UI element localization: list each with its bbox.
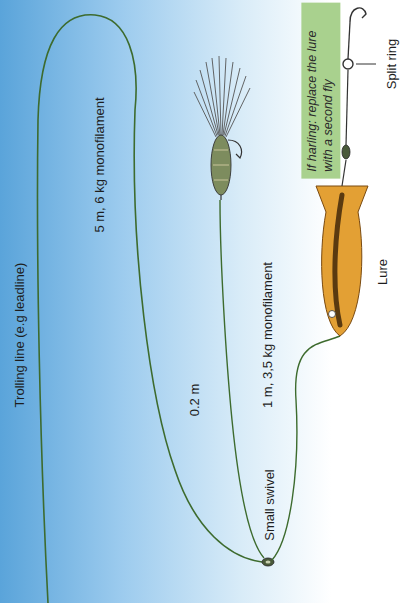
note-box: If harling: replace the lure with a seco… [301, 2, 340, 178]
part-label: Lure [375, 259, 391, 285]
part-label: Split ring [384, 39, 400, 90]
hook-assembly [342, 8, 376, 186]
line-label: Trolling line (e.g leadline) [12, 263, 28, 408]
line-label: 1 m, 3,5 kg monofilament [260, 262, 276, 408]
part-label: Small swivel [262, 469, 278, 541]
length-label: 0.2 m [187, 384, 203, 417]
fly-illustration [194, 56, 250, 200]
dropper-line [220, 200, 264, 558]
line-label: 5 m, 6 kg monofilament [92, 97, 108, 232]
leader-line [356, 64, 376, 65]
lure-illustration [316, 186, 368, 336]
main-line [37, 15, 262, 603]
note-text: If harling: replace the lure with a seco… [305, 9, 336, 171]
leader-line [272, 336, 340, 560]
